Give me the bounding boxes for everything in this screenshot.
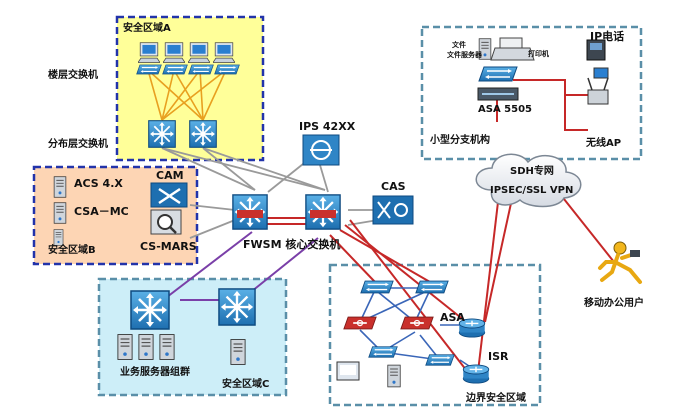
- asa-5505-label: ASA 5505: [478, 104, 532, 115]
- wan-vpn-label: IPSEC/SSL VPN: [490, 185, 573, 196]
- zone-c-label: 安全区域C: [222, 377, 269, 390]
- printer-icon: [490, 37, 535, 61]
- acs-server-icon: [53, 176, 67, 198]
- floor-dist-links: [147, 69, 227, 121]
- acs-label: ACS 4.X: [74, 177, 123, 190]
- border-server: [387, 364, 401, 388]
- core-fwsm-overlays: [237, 210, 336, 218]
- gray-links: [161, 147, 379, 239]
- cs-mars-appliance-icon: [150, 209, 182, 235]
- file-server-label: 文件服务器: [447, 50, 483, 59]
- cas-appliance-icon: [372, 195, 414, 225]
- cas-label: CAS: [381, 180, 406, 193]
- printer-label: 打印机: [528, 49, 549, 58]
- border-storage-icon: [336, 361, 360, 381]
- ips-sensor-icon: [302, 134, 340, 166]
- cam-appliance-icon: [150, 182, 188, 208]
- core-switch-label: FWSM 核心交换机: [243, 237, 340, 251]
- distribution-switch-2: [189, 120, 217, 148]
- wireless-ap-label: 无线AP: [585, 136, 621, 149]
- zone-c-switch: [218, 288, 256, 326]
- border-switch-4: [425, 354, 455, 366]
- cs-mars-label: CS-MARS: [140, 240, 197, 253]
- wan-cloud: [475, 153, 582, 208]
- wan-title-label: SDH专网: [510, 164, 554, 177]
- distribution-switch-1: [148, 120, 176, 148]
- dist-switch-label: 分布层交换机: [48, 137, 108, 150]
- server-farm-servers: [117, 333, 175, 361]
- ip-phone-icon: [586, 39, 606, 61]
- file-server-label-1: 文件: [452, 40, 466, 49]
- border-switch-2: [415, 280, 449, 294]
- zone-a-label: 安全区域A: [123, 21, 171, 34]
- zone-b-label: 安全区域B: [48, 243, 96, 256]
- asa-firewall-1: [343, 316, 377, 330]
- zone-c-server: [230, 338, 246, 366]
- branch-switch: [478, 66, 518, 82]
- ip-phone-label: IP电话: [590, 29, 624, 43]
- server-farm-label: 业务服务器组群: [120, 365, 190, 378]
- asa-firewall-2: [400, 316, 434, 330]
- server-farm-switch: [130, 290, 170, 330]
- asa-5505-icon: [477, 87, 519, 101]
- isr-router-2: [462, 364, 490, 384]
- asa-label: ASA: [440, 311, 465, 324]
- csa-mc-server-icon: [53, 202, 67, 224]
- isr-label: ISR: [488, 350, 509, 363]
- mobile-user-icon: [598, 241, 642, 284]
- cam-label: CAM: [156, 169, 184, 182]
- wireless-ap-icon: [587, 77, 609, 105]
- branch-label: 小型分支机构: [429, 133, 490, 146]
- mobile-user-label: 移动办公用户: [584, 296, 644, 309]
- branch-laptop-icon: [593, 67, 609, 79]
- border-switch-3: [368, 346, 398, 358]
- border-zone-label: 边界安全区域: [465, 391, 526, 404]
- floor-switch-label: 楼层交换机: [48, 68, 98, 81]
- ips-label: IPS 42XX: [299, 120, 356, 133]
- wan-server-icon: [53, 229, 64, 246]
- csa-mc-label: CSA－MC: [74, 205, 129, 218]
- border-switch-1: [360, 280, 394, 294]
